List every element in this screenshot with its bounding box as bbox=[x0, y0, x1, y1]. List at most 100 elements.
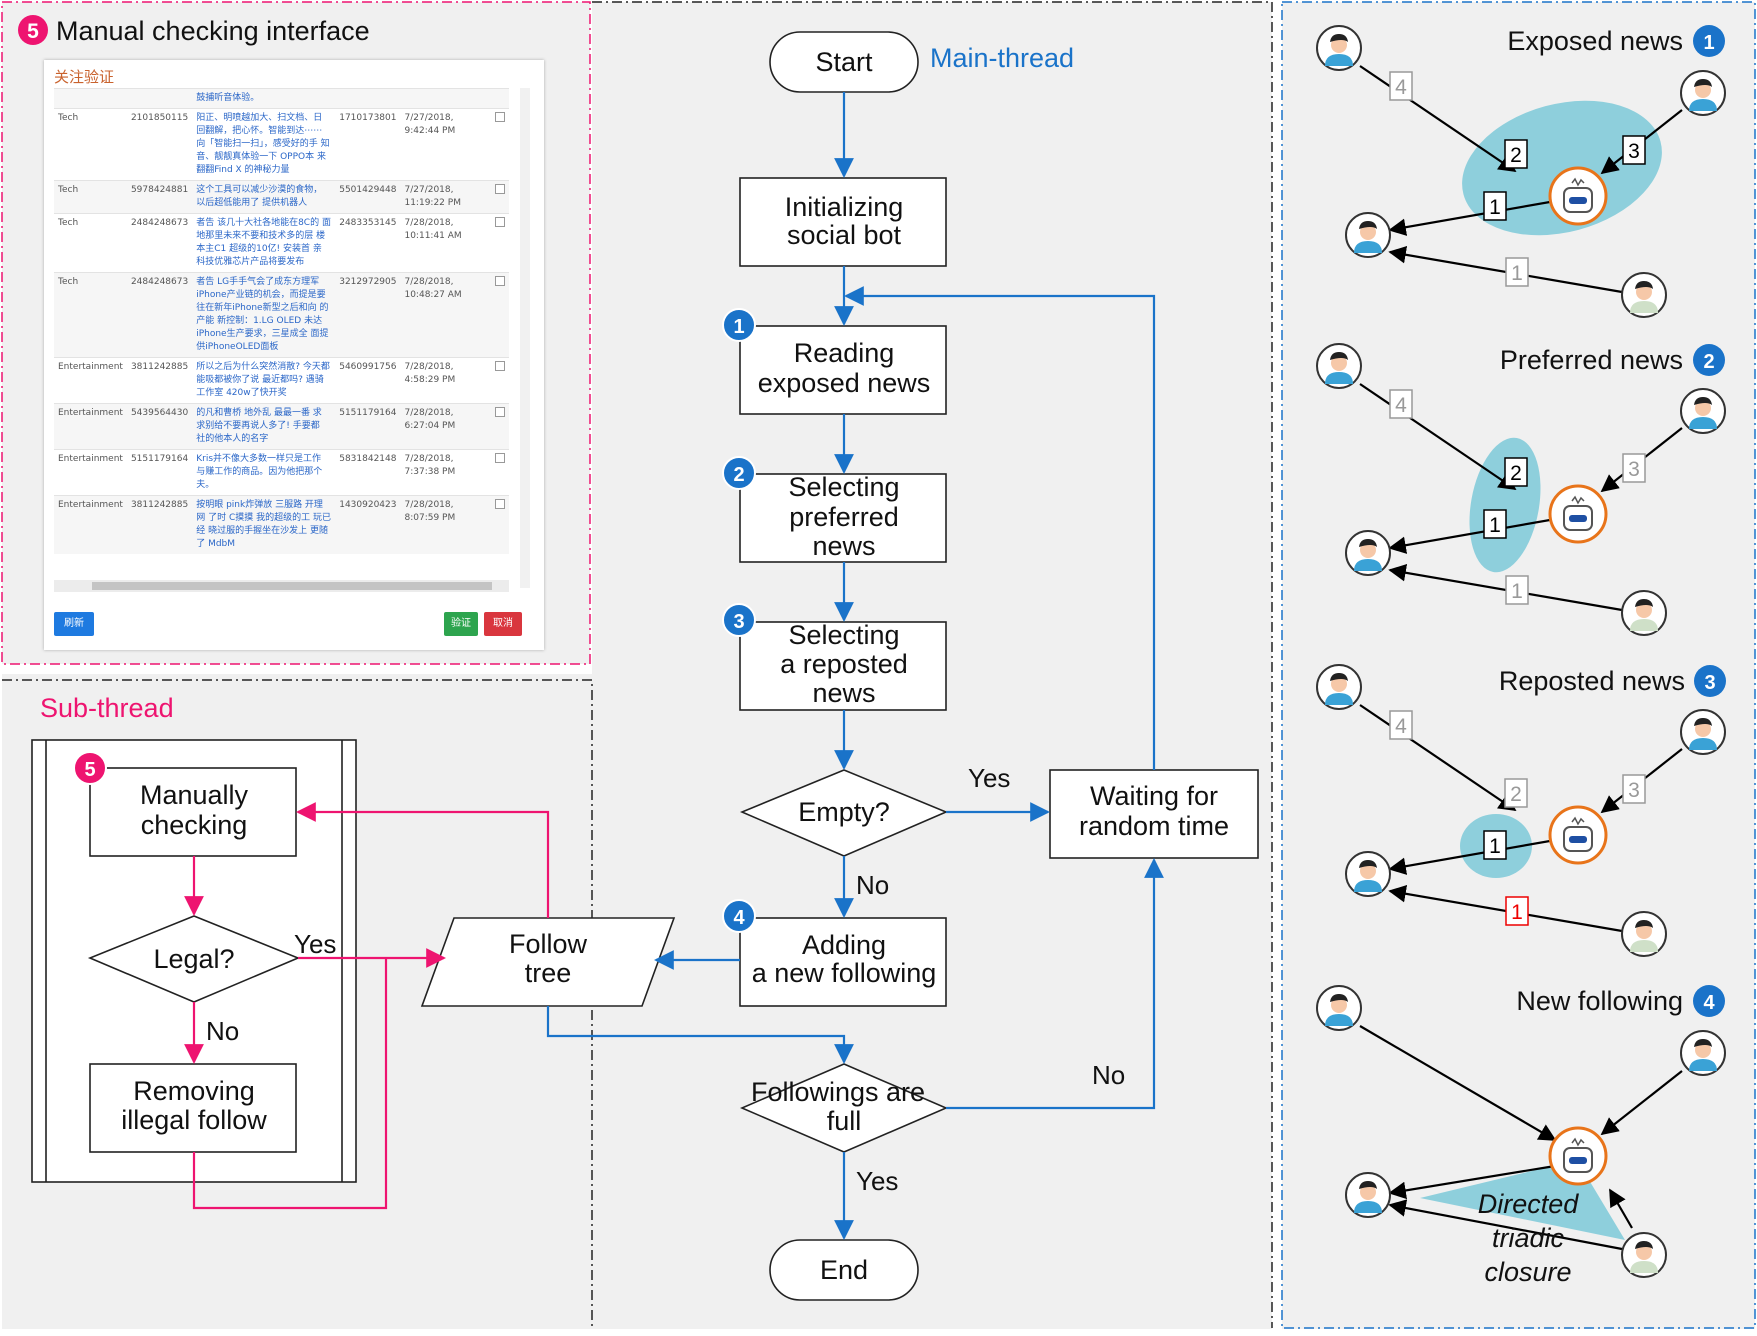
follow-tree-box bbox=[420, 917, 676, 1007]
init-label-1: Initializing bbox=[785, 192, 904, 222]
row-checkbox[interactable] bbox=[491, 213, 509, 273]
read-label-2: exposed news bbox=[758, 368, 931, 398]
wait-label-2: random time bbox=[1079, 811, 1229, 841]
step-5-badge-top bbox=[18, 15, 48, 45]
panel-2-badge: 2 bbox=[1703, 351, 1714, 373]
add-label-1: Adding bbox=[802, 930, 886, 960]
verify-button[interactable]: 验证 bbox=[444, 612, 478, 636]
end-label: End bbox=[820, 1255, 868, 1285]
refresh-button[interactable]: 刷新 bbox=[54, 612, 94, 636]
table-cell-cat: Tech bbox=[54, 272, 127, 358]
horizontal-scrollbar[interactable] bbox=[54, 580, 509, 592]
empty-yes-label: Yes bbox=[968, 763, 1010, 793]
table-cell-cat: Entertainment bbox=[54, 449, 127, 496]
sub-thread-label: Sub-thread bbox=[40, 693, 174, 723]
repost-label-1: Selecting bbox=[788, 620, 899, 650]
table-cell-time: 7/28/2018, 10:48:27 AM bbox=[400, 272, 491, 358]
badge-4-text: 4 bbox=[733, 907, 745, 929]
init-bot-box bbox=[739, 177, 947, 267]
manual-label-2: checking bbox=[141, 810, 248, 840]
table-cell-time: 7/28/2018, 7:37:38 PM bbox=[400, 449, 491, 496]
panel-3-title: Reposted news bbox=[1499, 666, 1685, 696]
full-no-label: No bbox=[1092, 1060, 1125, 1090]
table-cell-cat: Tech bbox=[54, 213, 127, 273]
row-checkbox[interactable] bbox=[491, 449, 509, 496]
triad-label-2: triadic bbox=[1492, 1223, 1565, 1253]
panel-3-doc-1-red: 1 bbox=[1511, 901, 1523, 924]
table-cell-uid: 2483353145 bbox=[335, 213, 401, 273]
table-cell-cat: Tech bbox=[54, 180, 127, 214]
pref-label-3: news bbox=[812, 531, 875, 561]
table-cell-uid: 5151179164 bbox=[335, 403, 401, 450]
remove-label-2: illegal follow bbox=[121, 1105, 267, 1135]
panel-2-doc-3: 3 bbox=[1628, 458, 1640, 481]
row-checkbox[interactable] bbox=[491, 357, 509, 404]
panel-1-title: Exposed news bbox=[1507, 26, 1683, 56]
init-label-2: social bot bbox=[787, 220, 902, 250]
table-cell-cat: Entertainment bbox=[54, 403, 127, 450]
table-cell-news: 的凡和曹桥 地外乱 最最一番 求 求别给不要再说人多了! 手要都 社的他本人的名… bbox=[192, 403, 336, 450]
table-cell-id: 5151179164 bbox=[126, 449, 193, 496]
news-text: 鼓捕听音体验。 bbox=[192, 88, 336, 109]
panel-3-doc-4: 4 bbox=[1395, 715, 1407, 738]
panel-2-title: Preferred news bbox=[1500, 345, 1683, 375]
manual-label-1: Manually bbox=[140, 780, 249, 810]
step-badge-4: 4 bbox=[722, 899, 756, 933]
panel-3-badge: 3 bbox=[1704, 672, 1715, 694]
panel-preferred-news: Preferred news 2 4 2 3 1 1 bbox=[1316, 343, 1726, 636]
row-checkbox[interactable] bbox=[491, 272, 509, 358]
end-node bbox=[769, 1239, 919, 1301]
follow-label-1: Follow bbox=[509, 929, 588, 959]
table-cell-id: 2484248673 bbox=[126, 272, 193, 358]
row-checkbox[interactable] bbox=[491, 495, 509, 554]
table-cell-id: 5978424881 bbox=[126, 180, 193, 214]
panel-1-doc-1b: 1 bbox=[1511, 262, 1523, 285]
table-cell-cat: Tech bbox=[54, 108, 127, 181]
verify-page-title: 关注验证 bbox=[54, 68, 115, 86]
row-checkbox[interactable] bbox=[491, 108, 509, 181]
cancel-button[interactable]: 取消 bbox=[484, 612, 522, 636]
read-label-1: Reading bbox=[794, 338, 895, 368]
row-checkbox[interactable] bbox=[491, 403, 509, 450]
table-cell-cat: Entertainment bbox=[54, 357, 127, 404]
remove-label-1: Removing bbox=[133, 1076, 255, 1106]
reposted-news-box bbox=[739, 621, 947, 711]
table-cell-uid: 5501429448 bbox=[335, 180, 401, 214]
main-thread-label: Main-thread bbox=[930, 43, 1074, 73]
panel-4-badge: 4 bbox=[1703, 992, 1715, 1014]
row-checkbox[interactable] bbox=[491, 180, 509, 214]
table-cell-news: Kris并不像大多数一样只是工作 与赚工作的商品。因为他把那个 夫。 bbox=[192, 449, 336, 496]
panel-2-doc-4: 4 bbox=[1395, 394, 1407, 417]
panel-3-doc-1: 1 bbox=[1489, 835, 1501, 858]
panel-1-doc-4: 4 bbox=[1395, 76, 1407, 99]
preferred-news-box bbox=[739, 473, 947, 563]
table-cell-id: 5439564430 bbox=[126, 403, 193, 450]
full-label-1: Followings are bbox=[751, 1077, 925, 1107]
add-label-2: a new following bbox=[752, 958, 937, 988]
reading-news-box bbox=[739, 325, 947, 415]
table-cell-time: 7/28/2018, 8:07:59 PM bbox=[400, 495, 491, 554]
manual-checking-title: Manual checking interface bbox=[56, 16, 370, 46]
empty-no-label: No bbox=[856, 870, 889, 900]
table-cell-time: 7/27/2018, 9:42:44 PM bbox=[400, 108, 491, 181]
vertical-scrollbar[interactable] bbox=[520, 88, 530, 588]
panel-2-doc-2: 2 bbox=[1510, 462, 1522, 485]
pref-label-2: preferred bbox=[789, 502, 899, 532]
step-badge-2: 2 bbox=[722, 456, 756, 490]
panel-1-badge: 1 bbox=[1703, 32, 1714, 54]
table-cell-uid: 1430920423 bbox=[335, 495, 401, 554]
table-cell-id: 2484248673 bbox=[126, 213, 193, 273]
panel-3-doc-3: 3 bbox=[1628, 779, 1640, 802]
panel-new-following: New following 4 Directed triadic closure bbox=[1316, 985, 1726, 1287]
wait-label-1: Waiting for bbox=[1090, 781, 1218, 811]
pref-label-1: Selecting bbox=[788, 472, 899, 502]
waiting-box bbox=[1049, 769, 1259, 859]
